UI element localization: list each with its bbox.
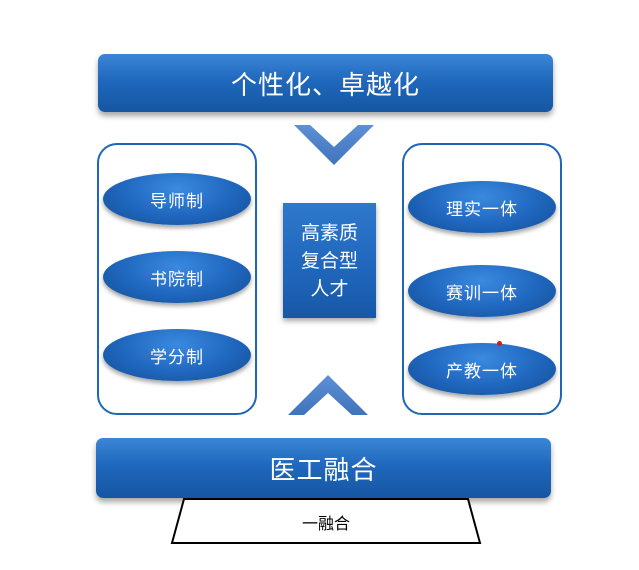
left-item-label: 导师制 <box>150 191 204 212</box>
base-trapezoid <box>170 498 482 544</box>
chevron-up-icon <box>288 375 368 415</box>
center-line-2: 复合型 <box>300 249 358 272</box>
left-item-credit-system: 学分制 <box>103 329 251 381</box>
top-banner: 个性化、卓越化 <box>98 54 553 112</box>
left-item-label: 学分制 <box>150 347 204 368</box>
right-item-competition-training: 赛训一体 <box>408 265 556 317</box>
left-item-label: 书院制 <box>150 269 204 290</box>
left-item-academy-system: 书院制 <box>103 251 251 303</box>
left-panel: 导师制 书院制 学分制 <box>97 143 257 415</box>
chevron-down-icon <box>294 125 374 165</box>
right-item-theory-practice: 理实一体 <box>408 181 556 233</box>
right-panel: 理实一体 赛训一体 产教一体 <box>402 143 562 415</box>
right-item-label: 产教一体 <box>446 361 518 382</box>
right-item-label: 赛训一体 <box>446 283 518 304</box>
top-banner-text: 个性化、卓越化 <box>230 70 420 101</box>
center-line-3: 人才 <box>310 277 349 300</box>
bottom-banner-text: 医工融合 <box>269 455 378 486</box>
center-box: 高素质 复合型 人才 <box>283 203 376 318</box>
center-line-1: 高素质 <box>300 221 358 244</box>
right-item-industry-education: 产教一体 <box>408 343 556 395</box>
right-item-label: 理实一体 <box>446 199 518 220</box>
left-item-tutor-system: 导师制 <box>103 173 251 225</box>
red-marker <box>497 341 502 346</box>
bottom-banner: 医工融合 <box>96 438 551 498</box>
base-label: 一融合 <box>301 514 350 533</box>
